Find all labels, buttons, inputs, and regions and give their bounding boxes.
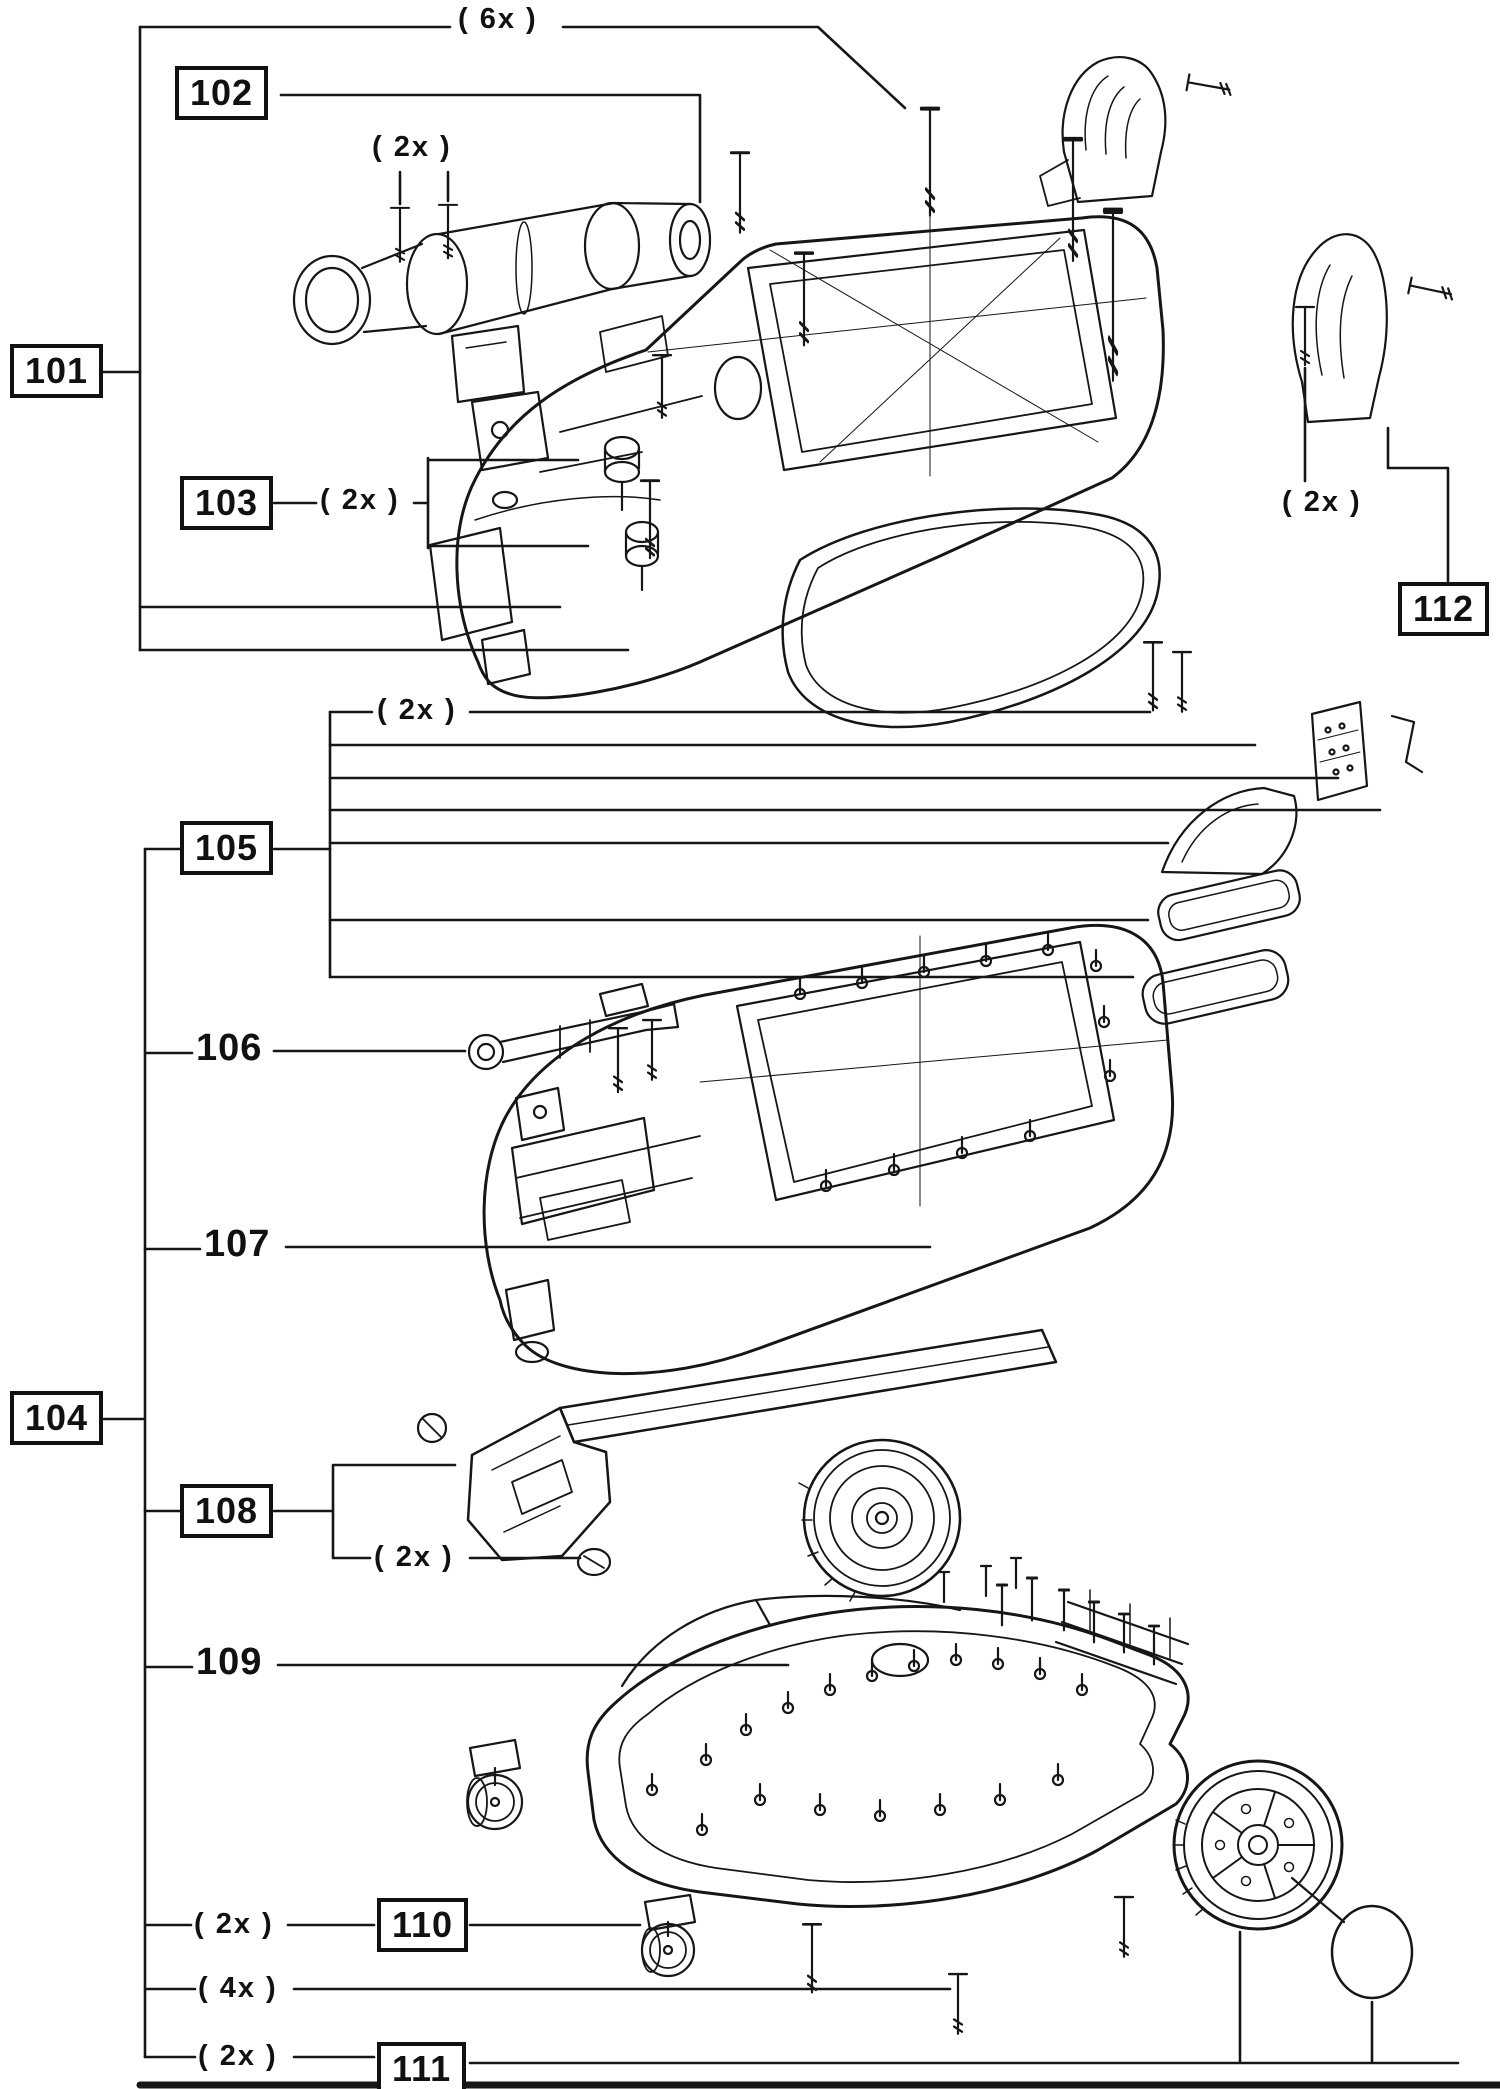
chassis-base-109-drawing [585,1556,1190,1909]
part-label-110: 110 [377,1898,469,1953]
qty-label-part-111: ( 2x ) [198,2040,278,2072]
valve-parts-103-drawing [603,435,660,592]
qty-label-base-screws: ( 4x ) [198,1972,278,2004]
accessory-parts-105-drawing [1141,641,1424,1025]
upper-screws-drawing [389,109,1316,560]
part-label-112: 112 [1398,582,1490,637]
part-label-111: 111 [377,2042,467,2089]
qty-label-part-103: ( 2x ) [320,484,400,516]
side-bracket-112-drawing [1291,233,1456,424]
qty-label-top-screws: ( 6x ) [458,3,538,35]
upper-assembly-drawing [292,56,1456,729]
top-bracket-drawing [1039,56,1234,207]
part-label-102: 102 [175,66,269,121]
part-label-105: 105 [180,821,274,876]
part-label-107: 107 [204,1223,271,1265]
callout-lines [101,25,1500,2089]
qty-label-motor-screws: ( 2x ) [372,131,452,163]
part-label-109: 109 [196,1641,263,1683]
front-wheel-drawing [798,1438,962,1602]
middle-assembly-drawing [467,641,1424,1376]
qty-label-part-105: ( 2x ) [377,694,457,726]
motor-assembly-drawing [292,201,712,510]
part-label-103: 103 [180,476,274,531]
lower-assembly-drawing [416,1328,1414,2035]
upper-housing-drawing [428,195,1165,700]
caster-front-drawing [466,1738,524,1831]
caster-rear-110-drawing [640,1893,697,1978]
transparent-lid-drawing [781,507,1161,729]
part-label-106: 106 [196,1027,263,1069]
bumper-bar-108-drawing [416,1328,1058,1577]
rear-wheel-111-drawing [1172,1759,1414,2000]
middle-housing-drawing [482,923,1175,1376]
part-label-108: 108 [180,1484,274,1539]
part-label-104: 104 [10,1391,104,1446]
wand-bracket-106-drawing [467,982,680,1071]
base-screws-drawing [801,1895,1135,2035]
qty-label-part-108: ( 2x ) [374,1541,454,1573]
qty-label-part-112: ( 2x ) [1282,486,1362,518]
qty-label-part-110: ( 2x ) [194,1908,274,1940]
part-label-101: 101 [10,344,104,399]
